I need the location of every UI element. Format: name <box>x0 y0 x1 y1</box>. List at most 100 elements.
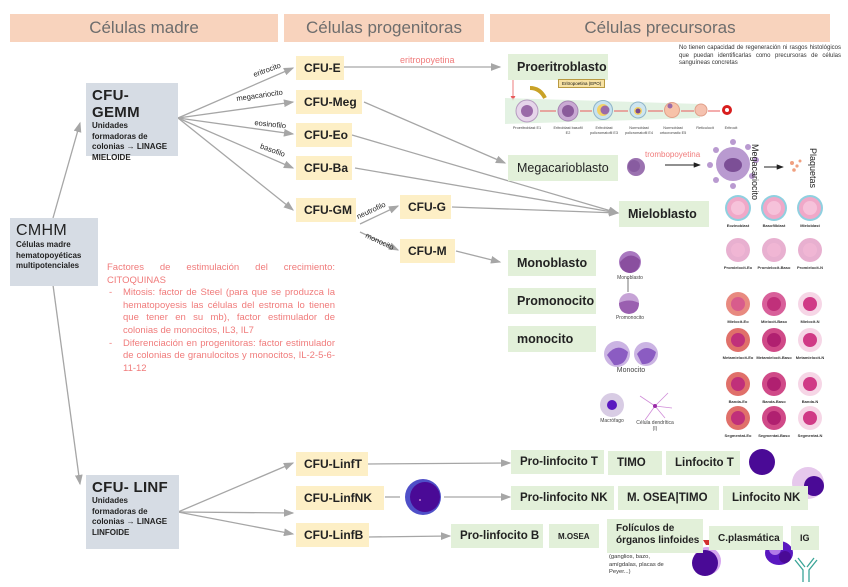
ig-box: IG <box>791 526 819 550</box>
erythroid-stage-caption: Normoblast policromatofil E4 <box>624 126 654 135</box>
edge-cfum-monoblasto <box>455 250 502 264</box>
dendritica-caption: Célula dendrítica (I) <box>636 420 674 432</box>
megakaryocyte-illustration <box>627 139 802 189</box>
granulocyte-nucleus <box>731 333 745 347</box>
edge-gemm-cfuba <box>177 117 295 169</box>
prolinfocito-nk-box: Pro-linfocito NK <box>511 486 614 510</box>
cmhm-box: CMHM Células madre hematopoyéticas multi… <box>10 218 98 286</box>
factor-item: Diferenciación en progenitoras: factor e… <box>107 338 335 376</box>
granulocyte-nucleus <box>803 243 817 257</box>
granulocyte-nucleus <box>731 377 745 391</box>
erythroid-stage-caption: Proeritroblast E1 <box>512 126 542 130</box>
granulocyte-caption: Mielocit-N <box>800 319 819 324</box>
edge-linf-linfnk <box>177 509 295 517</box>
granulocyte-nucleus <box>767 411 781 425</box>
promonocito-caption: Promonocito <box>615 315 645 321</box>
precursor-note: No tienen capacidad de regeneración ni r… <box>679 45 841 67</box>
cfu-linfnk-box: CFU-LinfNK <box>296 486 384 510</box>
monoblasto-box: Monoblasto <box>508 250 596 276</box>
celula-plasmatica-box: C.plasmática <box>709 526 783 550</box>
edge-gm-g <box>359 205 400 225</box>
prolinfocito-t-box: Pro-linfocito T <box>511 450 604 474</box>
erythroid-stage-caption: Normoblast ortocromatic E5 <box>659 126 687 135</box>
edge-cfumeg-megacarioblasto <box>363 101 507 164</box>
granulocyte-caption: Metamielocit-Baso <box>756 355 792 360</box>
granulocyte-caption: Metamielocit-N <box>796 355 825 360</box>
cfu-gemm-box: CFU- GEMM Unidades formadoras de colonia… <box>86 83 178 162</box>
erythroid-stage-caption: Reticulocit <box>696 126 714 130</box>
edge-cfueo-mieloblasto <box>351 134 620 215</box>
granulocyte-nucleus <box>767 333 781 347</box>
cfu-meg-box: CFU-Meg <box>296 90 362 114</box>
cmhm-subtitle: Células madre hematopoyéticas multipoten… <box>16 240 82 270</box>
granulocyte-caption: Promielocit-Baso <box>758 265 791 270</box>
granulocyte-caption: Mielocit-Baso <box>761 319 788 324</box>
granulocyte-nucleus <box>803 411 817 425</box>
header-celulas-precursoras: Células precursoras <box>490 14 830 42</box>
factors-heading: Factores de estimulación del crecimiento… <box>107 262 335 286</box>
medula-osea-timo-box: M. OSEA|TIMO <box>618 486 719 510</box>
granulocyte-caption: Banda-N <box>802 399 819 404</box>
edge-cfuba-mieloblasto <box>354 167 620 216</box>
erythroid-stage-caption: Eritroblast policromatofil E3 <box>589 126 619 135</box>
erythroid-stage-caption: Eritroblast basofil E2 <box>553 126 583 135</box>
header-celulas-progenitoras: Células progenitoras <box>284 14 484 42</box>
granulocyte-nucleus <box>803 333 817 347</box>
granulocyte-nucleus <box>731 297 745 311</box>
proeritroblasto-box: Proeritroblasto <box>508 54 608 80</box>
megacariocito-label: Megacariocito <box>750 144 760 201</box>
macrofago-caption: Macrófago <box>600 418 624 424</box>
edge-linfb-prolinfob <box>367 532 452 541</box>
prolinfocito-b-box: Pro-linfocito B <box>451 524 543 548</box>
erythroid-maturation-illustration <box>505 86 732 124</box>
granulocyte-caption: Banda-Baso <box>762 399 786 404</box>
monocyte-lineage-illustration <box>600 251 673 421</box>
cfu-linfb-box: CFU-LinfB <box>296 523 369 547</box>
edge-gemm-cfue <box>177 67 295 119</box>
trombopoyetina-label: trombopoyetina <box>645 150 701 159</box>
edge-linft-prolinfot <box>367 459 512 467</box>
mieloblasto-box: Mieloblasto <box>619 201 709 227</box>
cfu-eo-box: CFU-Eo <box>296 123 352 147</box>
cfu-gemm-title: CFU- GEMM <box>92 87 140 121</box>
edge-gemm-cfumeg <box>177 99 295 119</box>
granulocyte-nucleus <box>803 297 817 311</box>
granulocyte-caption: Basofilblast <box>763 223 786 228</box>
edge-cmhm-gemm <box>52 121 82 219</box>
cfu-ba-box: CFU-Ba <box>296 156 352 180</box>
cfu-m-box: CFU-M <box>400 239 455 263</box>
edge-cmhm-linf <box>52 284 83 486</box>
cmhm-title: CMHM <box>16 222 67 239</box>
foliculos-note: (ganglios, bazo, amígdalas, placas de Pe… <box>609 554 664 575</box>
megacarioblasto-box: Megacarioblasto <box>508 155 618 181</box>
granulocyte-caption: Mielocit-Eo <box>727 319 749 324</box>
edge-gemm-cfueo <box>177 117 295 137</box>
factor-item: Mitosis: factor de Steel (para que se pr… <box>107 287 335 337</box>
cfu-gemm-subtitle: Unidades formadoras de colonias → LINAGE… <box>92 121 168 162</box>
foliculos-box: Folículos de órganos linfoides <box>607 519 703 553</box>
edge-cfug-mieloblasto <box>451 206 620 217</box>
promonocito-box: Promonocito <box>508 288 596 314</box>
cfu-linf-subtitle: Unidades formadoras de colonias → LINAGE… <box>92 496 168 537</box>
granulocyte-nucleus <box>767 297 781 311</box>
edge-gm-m <box>359 231 400 251</box>
granulocyte-nucleus <box>767 243 781 257</box>
medula-osea-box: M.OSEA <box>549 524 599 548</box>
granulocyte-nucleus <box>803 201 817 215</box>
granulocyte-nucleus <box>731 411 745 425</box>
granulocyte-caption: Promielocit-Eo <box>724 265 753 270</box>
granulocyte-caption: Metamielocit-Eo <box>723 355 754 360</box>
granulocyte-nucleus <box>803 377 817 391</box>
granulocyte-caption: Mieloblast <box>800 223 820 228</box>
plaquetas-label: Plaquetas <box>808 148 818 189</box>
header-celulas-madre: Células madre <box>10 14 278 42</box>
granulocyte-caption: Segmentat-Baso <box>758 433 790 438</box>
cfu-gm-box: CFU-GM <box>296 198 356 222</box>
monocito-caption: Monocito <box>616 367 646 374</box>
granulocyte-nucleus <box>767 201 781 215</box>
erythroid-stage-caption: Eritrocit <box>724 126 738 130</box>
edge-linf-linfb <box>177 511 295 537</box>
cfu-g-box: CFU-G <box>400 195 451 219</box>
